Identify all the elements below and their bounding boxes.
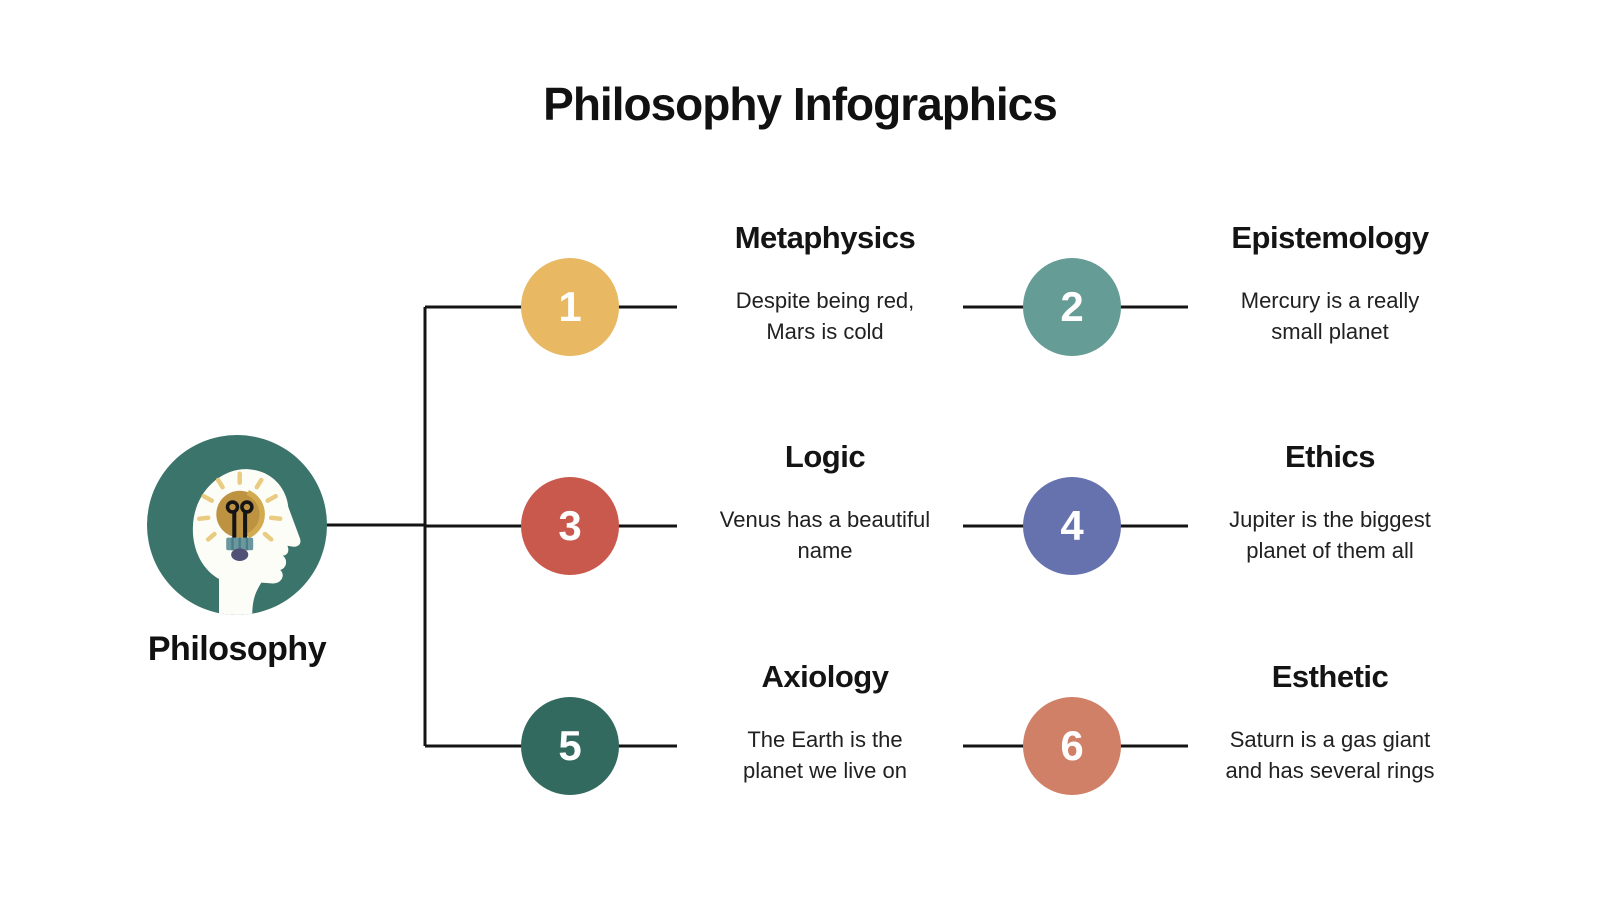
node-text-epistemology: Epistemology Mercury is a really small p… (1165, 218, 1495, 347)
node-text-metaphysics: Metaphysics Despite being red, Mars is c… (660, 218, 990, 347)
body-line: planet we live on (743, 758, 907, 783)
head-lightbulb-icon (192, 469, 301, 615)
node-heading: Axiology (761, 659, 889, 694)
body-line: Venus has a beautiful (719, 507, 931, 532)
node-number-1: 1 (558, 283, 582, 330)
body-line: Despite being red, (735, 288, 915, 313)
body-line: Saturn is a gas giant (1229, 727, 1431, 752)
node-circle-3: 3 (521, 477, 619, 575)
node-circle-5: 5 (521, 697, 619, 795)
node-text-logic: Logic Venus has a beautiful name (660, 437, 990, 566)
node-text-axiology: Axiology The Earth is the planet we live… (660, 657, 990, 786)
node-heading: Logic (784, 439, 866, 474)
node-body: Mercury is a really small planet (1165, 285, 1495, 347)
lightbulb-rays (196, 471, 283, 542)
body-line: small planet (1271, 319, 1389, 344)
node-body: Jupiter is the biggest planet of them al… (1165, 504, 1495, 566)
node-body: Saturn is a gas giant and has several ri… (1165, 724, 1495, 786)
node-number-5: 5 (558, 722, 582, 769)
philosophy-root-circle (147, 435, 327, 615)
lightbulb-tip (231, 548, 249, 561)
body-line: planet of them all (1246, 538, 1414, 563)
node-body: Venus has a beautiful name (660, 504, 990, 566)
root-label: Philosophy (147, 630, 327, 668)
body-line: and has several rings (1225, 758, 1435, 783)
node-text-ethics: Ethics Jupiter is the biggest planet of … (1165, 437, 1495, 566)
node-heading: Metaphysics (734, 220, 916, 255)
node-heading: Ethics (1284, 439, 1376, 474)
node-number-4: 4 (1060, 502, 1084, 549)
node-heading: Epistemology (1231, 220, 1429, 255)
body-line: The Earth is the (747, 727, 903, 752)
lightbulb-base-ridges (231, 537, 249, 551)
node-number-2: 2 (1060, 283, 1084, 330)
node-circle-1: 1 (521, 258, 619, 356)
node-heading: Esthetic (1271, 659, 1389, 694)
body-line: name (797, 538, 853, 563)
node-number-3: 3 (558, 502, 582, 549)
body-line: Mars is cold (766, 319, 884, 344)
node-body: The Earth is the planet we live on (660, 724, 990, 786)
node-circle-6: 6 (1023, 697, 1121, 795)
body-line: Mercury is a really (1240, 288, 1420, 313)
lightbulb-highlight (246, 490, 265, 539)
lightbulb-filament (225, 500, 254, 539)
node-circle-2: 2 (1023, 258, 1121, 356)
node-text-esthetic: Esthetic Saturn is a gas giant and has s… (1165, 657, 1495, 786)
node-circle-4: 4 (1023, 477, 1121, 575)
body-line: Jupiter is the biggest (1229, 507, 1431, 532)
node-body: Despite being red, Mars is cold (660, 285, 990, 347)
page-title: Philosophy Infographics (543, 78, 1058, 130)
node-number-6: 6 (1060, 722, 1084, 769)
